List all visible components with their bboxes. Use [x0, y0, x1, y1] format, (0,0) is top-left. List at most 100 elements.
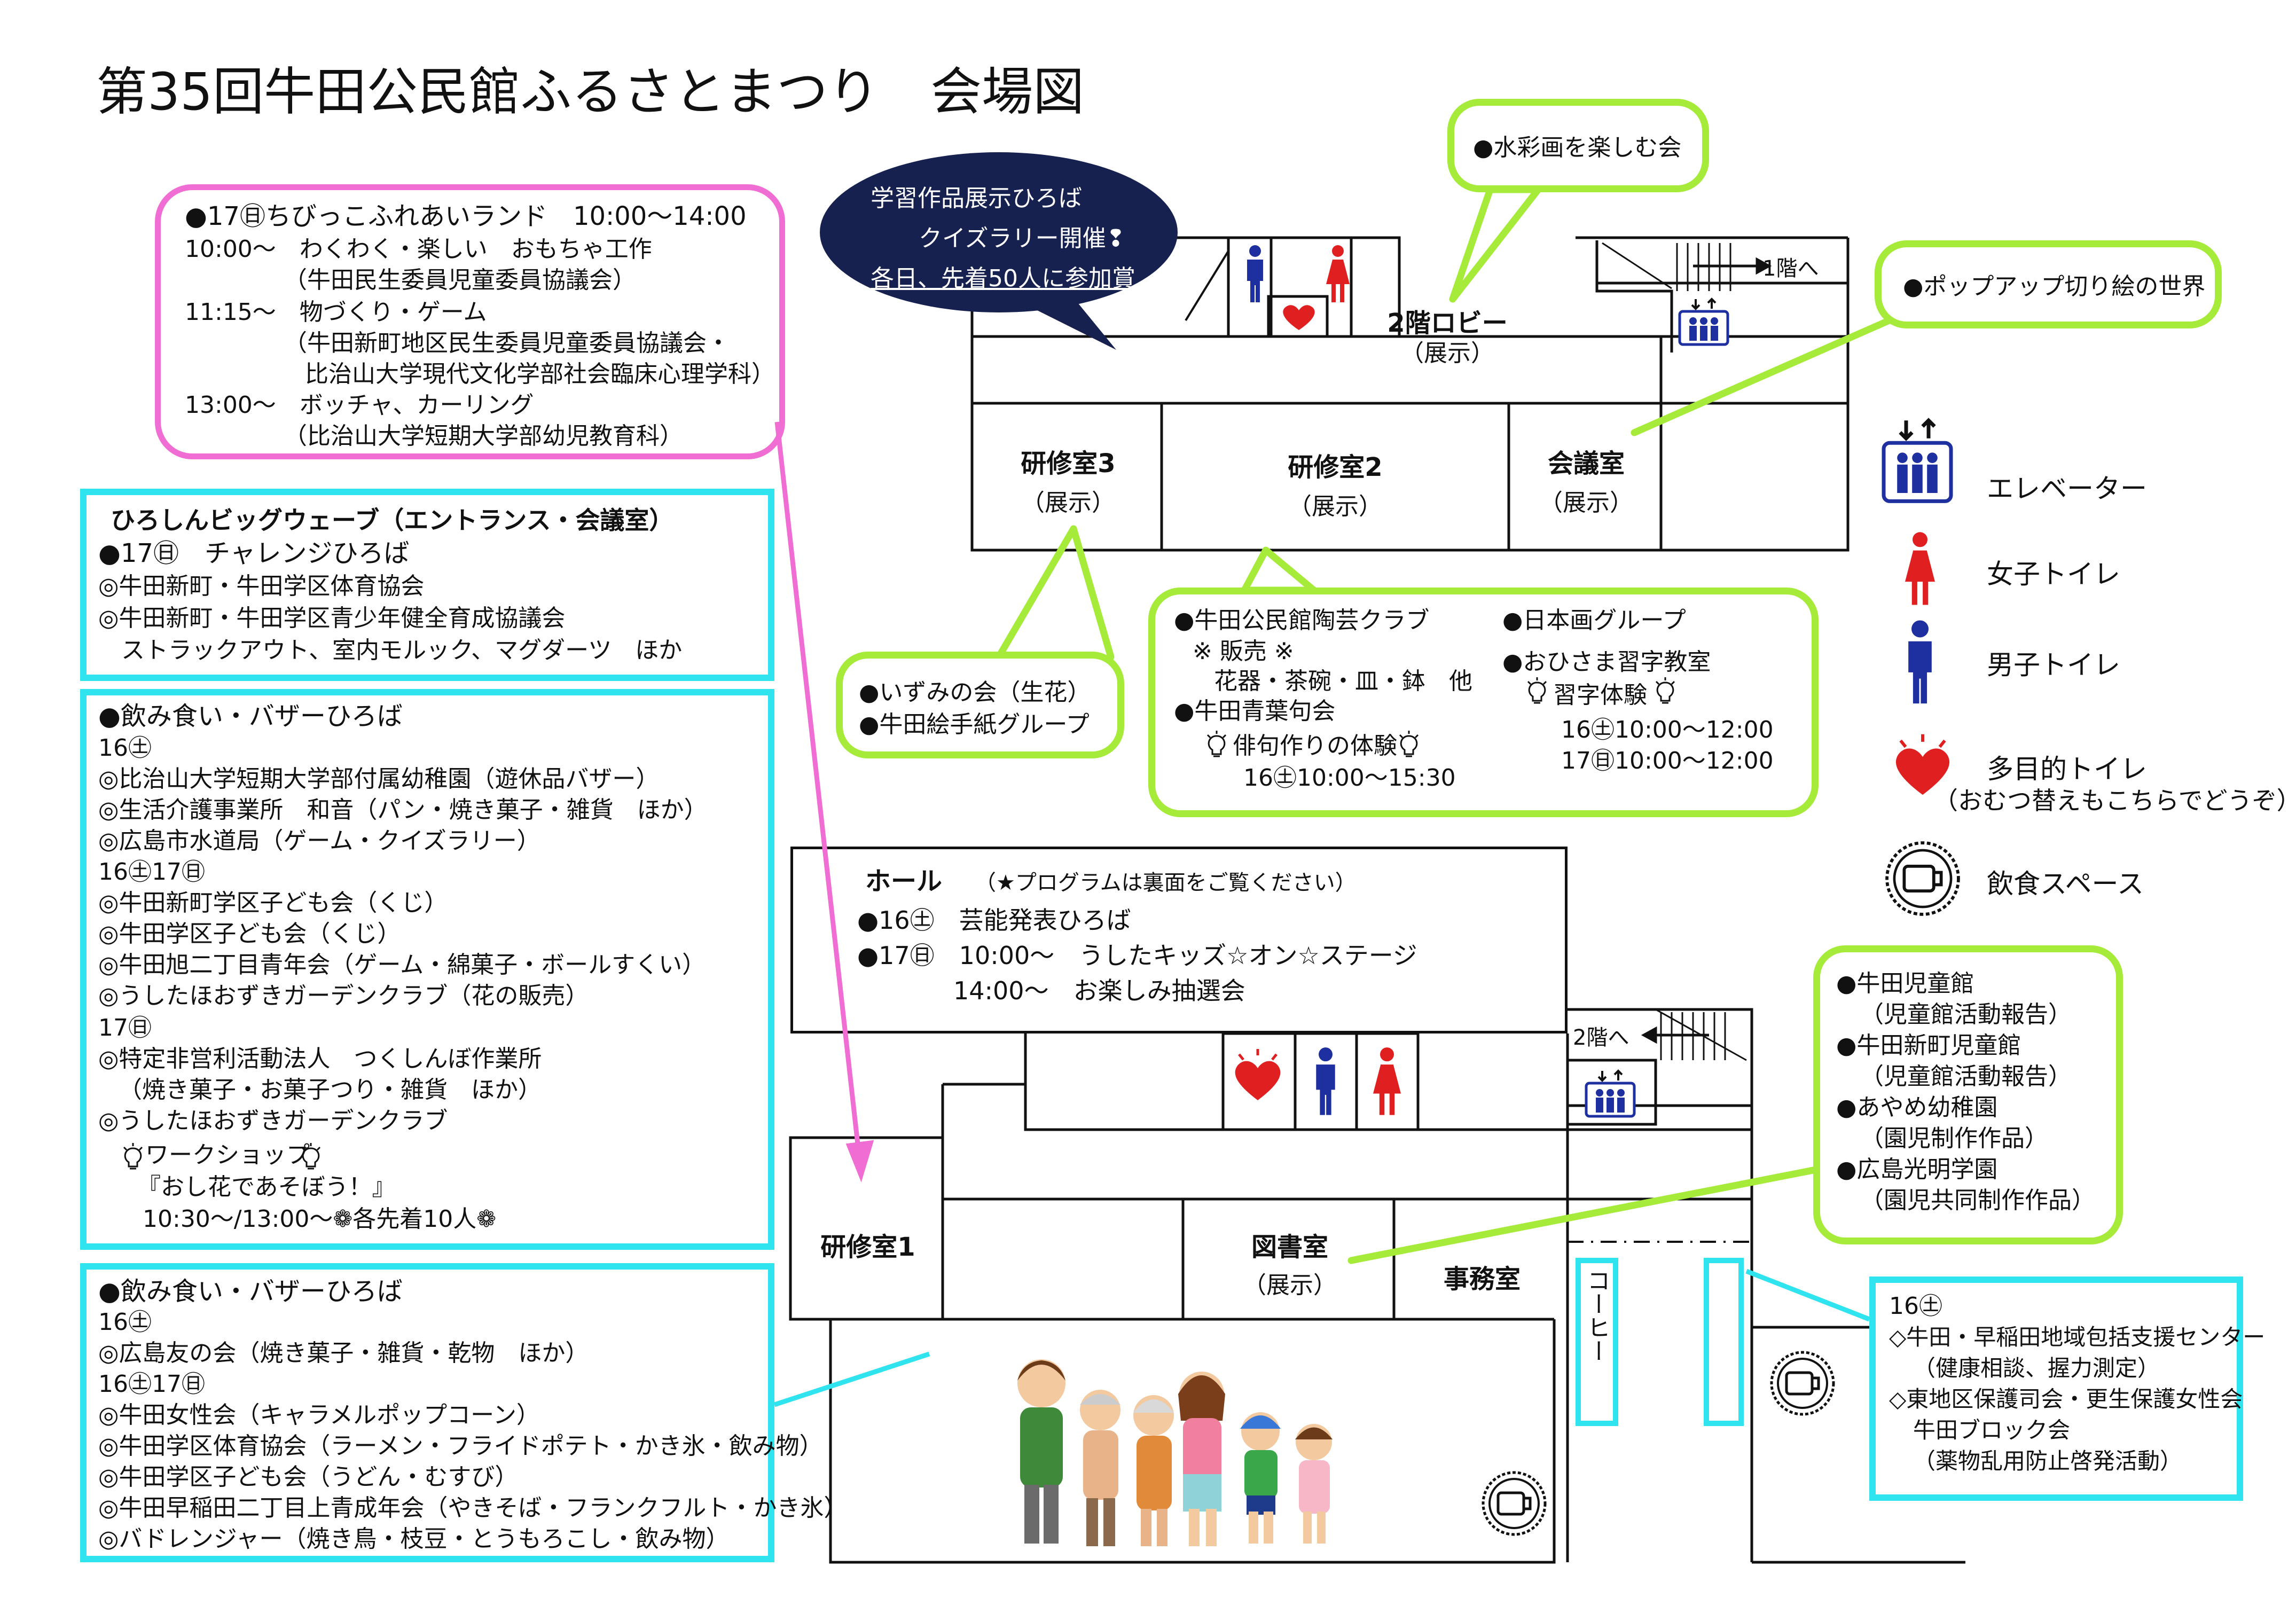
children-line: ●あやめ幼稚園 [1836, 1094, 1998, 1121]
kids-land-line: 11:15～ 物づくり・ゲーム [185, 299, 487, 326]
bazaar1-line: ◎牛田旭二丁目青年会（ゲーム・綿菓子・ボールすくい） [98, 951, 706, 978]
popup-label: ●ポップアップ切り絵の世界 [1903, 273, 2206, 300]
bazaar1-line: ◎生活介護事業所 和音（パン・焼き菓子・雑貨 ほか） [98, 796, 708, 824]
bazaar1-line: 16㊏17㊐ [98, 858, 205, 886]
popup-box: ●ポップアップ切り絵の世界 [1875, 240, 2222, 328]
room2-col1-line: 俳句作りの体験 [1233, 732, 1397, 759]
health-line: ◇牛田・早稲田地域包括支援センター [1889, 1324, 2266, 1350]
bazaar1-line: ◎うしたほおずきガーデンクラブ [98, 1107, 448, 1134]
lobby-sub: （展示） [1400, 340, 1494, 367]
legend-men-label: 男子トイレ [1987, 649, 2120, 680]
coffee-stand: コーヒー [1576, 1258, 1618, 1426]
bazaar1-line: ◎うしたほおずきガーデンクラブ（花の販売） [98, 982, 589, 1009]
kids-land-box: ●17㊐ちびっこふれあいランド 10:00～14:00 10:00～ わくわく・… [155, 184, 785, 459]
bazaar2-line: 16㊏ [98, 1309, 152, 1336]
study-bubble-line: 学習作品展示ひろば [871, 185, 1082, 212]
room2-col2-line: 習字体験 [1553, 682, 1647, 709]
kids-land-line: （比治山大学短期大学部幼児教育科） [284, 422, 683, 450]
room2-label: 研修室2 [1288, 452, 1383, 482]
room2-col2-line: ●日本画グループ [1502, 607, 1686, 634]
legend-womens-toilet-icon [1905, 532, 1935, 605]
watercolor-box: ●水彩画を楽しむ会 [1447, 99, 1709, 192]
kids-land-line: （牛田民生委員児童委員協議会） [284, 267, 636, 294]
hall-line-3: 14:00～ お楽しみ抽選会 [953, 976, 1245, 1005]
izumi-line: ●いずみの会（生花） [859, 679, 1091, 706]
kids-land-line: ●17㊐ちびっこふれあいランド 10:00～14:00 [185, 201, 747, 231]
children-line: （児童館活動報告） [1860, 1001, 2072, 1028]
hall-label: ホール [865, 866, 943, 896]
bazaar2-line: ◎バドレンジャー（焼き鳥・枝豆・とうもろこし・飲み物） [98, 1525, 730, 1553]
bigwave-line: ひろしんビッグウェーブ（エントランス・会議室） [111, 506, 674, 535]
lightbulb-icon [1399, 731, 1419, 757]
hall-line-1: ●16㊏ 芸能発表ひろば [857, 906, 1131, 935]
womens-toilet-icon [1326, 245, 1350, 302]
mens-toilet-icon [1247, 245, 1263, 302]
legend-women-label: 女子トイレ [1987, 559, 2120, 590]
legend-mens-toilet-icon [1908, 620, 1932, 704]
kids-land-line: 比治山大学現代文化学部社会臨床心理学科） [305, 361, 775, 388]
legend-elevator-icon [1882, 418, 1953, 503]
study-bubble-line: 各日、先着50人に参加賞 [871, 265, 1135, 292]
bazaar2-line: 16㊏17㊐ [98, 1371, 205, 1398]
lightbulb-icon [1655, 677, 1675, 704]
health-booth [1704, 1258, 1744, 1426]
children-line: （園児制作作品） [1860, 1125, 2048, 1152]
meeting-room-label: 会議室 [1547, 449, 1625, 479]
bazaar1-line: 17㊐ [98, 1014, 152, 1041]
lightbulb-icon [1527, 677, 1547, 704]
bazaar1-line: ワークショップ [145, 1141, 310, 1169]
bazaar2-line: ◎牛田女性会（キャラメルポップコーン） [98, 1401, 540, 1429]
bigwave-line: ◎牛田新町・牛田学区体育協会 [98, 573, 425, 600]
room1-label: 研修室1 [820, 1232, 915, 1262]
bazaar2-line: ◎牛田学区子ども会（うどん・むすび） [98, 1463, 519, 1491]
bazaar1-line: ◎広島市水道局（ゲーム・クイズラリー） [98, 827, 540, 855]
family-illustration [1017, 1359, 1333, 1546]
bazaar1-line: （焼き菓子・お菓子つり・雑貨 ほか） [119, 1076, 542, 1103]
library-sub: （展示） [1243, 1272, 1337, 1299]
lobby-label: 2階ロビー [1387, 308, 1508, 338]
bazaar2-box: ●飲み食い・バザーひろば 16㊏ ◎広島友の会（焼き菓子・雑貨・乾物 ほか） 1… [80, 1263, 847, 1562]
to-2f-label: 2階へ [1573, 1025, 1629, 1050]
room3-sub: （展示） [1021, 489, 1115, 516]
bazaar1-line: ●飲み食い・バザーひろば [98, 701, 403, 731]
multipurpose-toilet-icon [1283, 305, 1315, 330]
library-label: 図書室 [1251, 1232, 1328, 1262]
multipurpose-toilet-icon-1f [1235, 1049, 1281, 1100]
study-bubble-line: クイズラリー開催❢ [919, 225, 1126, 252]
bazaar2-line: ◎広島友の会（焼き菓子・雑貨・乾物 ほか） [98, 1340, 589, 1367]
bazaar1-line: ◎特定非営利活動法人 つくしんぼ作業所 [98, 1045, 542, 1072]
bazaar2-line: ●飲み食い・バザーひろば [98, 1277, 403, 1306]
room2-col2-line: 17㊐10:00～12:00 [1561, 747, 1774, 774]
izumi-line: ●牛田絵手紙グループ [859, 711, 1090, 738]
bazaar1-box: ●飲み食い・バザーひろば 16㊏ ◎比治山大学短期大学部付属幼稚園（遊休品バザー… [80, 689, 774, 1250]
children-line: ●牛田児童館 [1836, 970, 1974, 997]
bigwave-box: ひろしんビッグウェーブ（エントランス・会議室） ●17㊐ チャレンジひろば ◎牛… [80, 489, 774, 681]
children-line: ●牛田新町児童館 [1836, 1032, 2021, 1059]
watercolor-label: ●水彩画を楽しむ会 [1473, 134, 1682, 161]
bigwave-line: ◎牛田新町・牛田学区青少年健全育成協議会 [98, 605, 566, 632]
coffee-label: コーヒー [1583, 1268, 1610, 1362]
bazaar1-line: 16㊏ [98, 734, 152, 762]
legend-dining-icon [1885, 841, 1960, 916]
room2-activities-box: ●牛田公民館陶芸クラブ ※ 販売 ※ 花器・茶碗・皿・鉢 他 ●牛田青葉句会 俳… [1148, 588, 1819, 817]
study-bubble-shape [820, 152, 1178, 350]
health-line: ◇東地区保護司会・更生保護女性会 [1889, 1386, 2243, 1412]
bazaar1-line: ◎比治山大学短期大学部付属幼稚園（遊休品バザー） [98, 765, 660, 793]
room3-label: 研修室3 [1021, 449, 1116, 479]
bigwave-line: ストラックアウト、室内モルック、マグダーツ ほか [121, 637, 683, 664]
room2-sub: （展示） [1288, 493, 1382, 520]
bazaar2-line: ◎牛田学区体育協会（ラーメン・フライドポテト・かき氷・飲み物） [98, 1432, 823, 1460]
legend-multi-label: 多目的トイレ [1987, 754, 2147, 785]
office-label: 事務室 [1443, 1264, 1521, 1294]
legend-multi-note: （おむつ替えもこちらでどうぞ） [1933, 786, 2296, 815]
dining-icon-hall [1482, 1471, 1547, 1536]
health-line: （健康相談、握力測定） [1913, 1355, 2160, 1381]
bazaar1-line: ◎牛田新町学区子ども会（くじ） [98, 889, 448, 917]
dining-icon-east [1770, 1351, 1835, 1416]
health-line: 16㊏ [1889, 1293, 1942, 1320]
kids-land-line: （牛田新町地区民生委員児童委員協議会・ [284, 330, 730, 357]
meeting-room-sub: （展示） [1539, 489, 1633, 516]
womens-toilet-icon-1f [1373, 1047, 1401, 1115]
elevator-icon-1f [1585, 1069, 1636, 1118]
bazaar1-line: 10:30～/13:00～❁各先着10人❁ [143, 1205, 497, 1233]
